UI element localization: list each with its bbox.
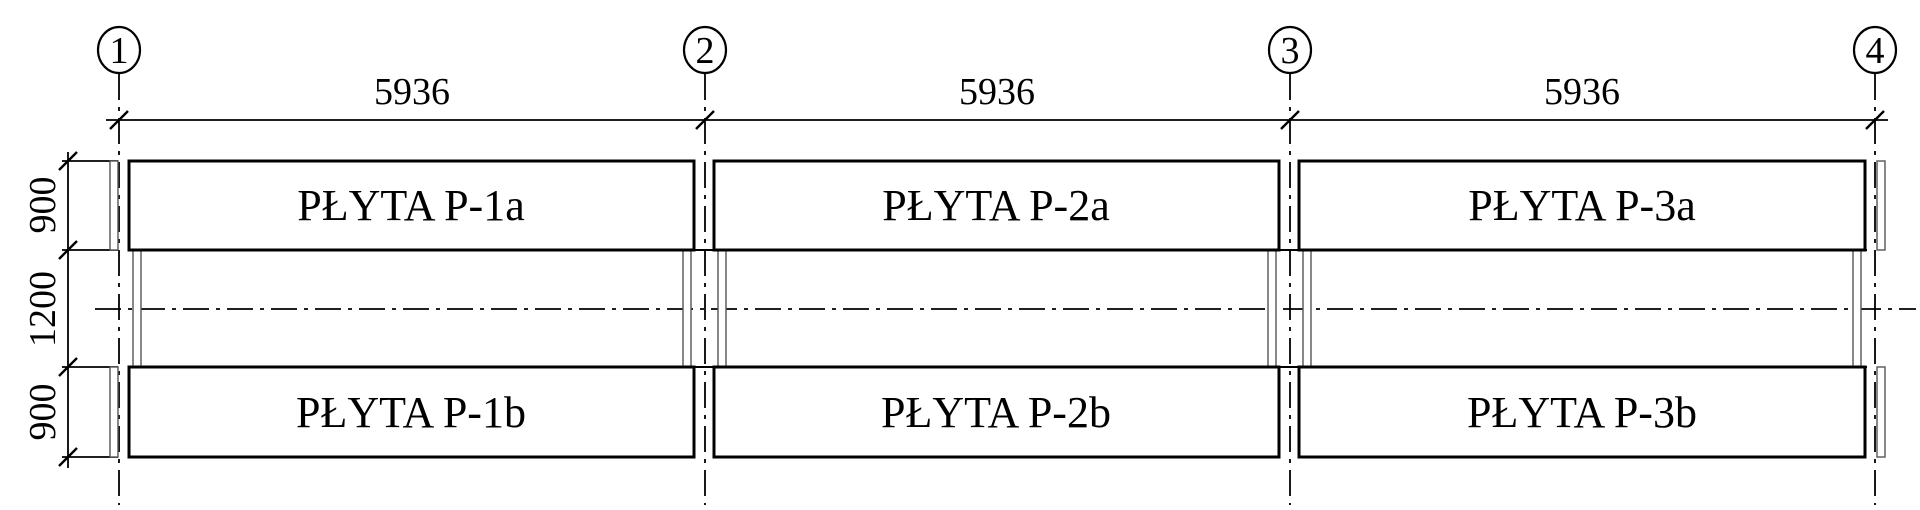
row-dimension-3: 900 [22, 384, 64, 441]
dimension-tick [58, 447, 78, 467]
grid-bubble-label: 4 [1866, 30, 1885, 72]
row-dimension-2: 1200 [22, 271, 64, 347]
slab-p-2b: PŁYTA P-2b [712, 365, 1281, 459]
slab-p-1a: PŁYTA P-1a [127, 159, 696, 252]
middle-support [717, 247, 727, 370]
dimension-tick [109, 110, 129, 130]
middle-support [1852, 247, 1862, 370]
middle-support [1267, 247, 1277, 370]
slab-label: PŁYTA P-1b [296, 388, 526, 437]
row-dimension-chain: 900 1200 900 [22, 151, 118, 468]
grid-bubble-label: 3 [1281, 30, 1300, 72]
grid-bubble-2: 2 [682, 25, 728, 75]
end-support-1-top [109, 160, 119, 251]
span-dimension-3: 5936 [1544, 71, 1620, 113]
slab-label: PŁYTA P-3b [1467, 388, 1697, 437]
span-dimension-2: 5936 [959, 71, 1035, 113]
row-dimension-1: 900 [22, 177, 64, 234]
grid-bubble-label: 1 [110, 30, 129, 72]
grid-bubble-4: 4 [1852, 25, 1898, 75]
dimension-tick [58, 240, 78, 260]
grid-bubble-3: 3 [1267, 25, 1313, 75]
middle-support [1302, 247, 1312, 370]
slab-label: PŁYTA P-2b [881, 388, 1111, 437]
end-support-4-top [1876, 160, 1886, 251]
end-support-4-bottom [1876, 366, 1886, 458]
slab-p-3b: PŁYTA P-3b [1297, 365, 1867, 459]
slab-p-3a: PŁYTA P-3a [1297, 159, 1867, 252]
slab-label: PŁYTA P-3a [1468, 181, 1695, 230]
slab-label: PŁYTA P-1a [297, 181, 524, 230]
dimension-tick [1280, 110, 1300, 130]
dimension-tick [695, 110, 715, 130]
dimension-tick [58, 357, 78, 377]
dimension-tick [58, 151, 78, 171]
slab-p-1b: PŁYTA P-1b [127, 365, 696, 459]
grid-bubble-1: 1 [96, 25, 142, 75]
dimension-tick [1865, 110, 1885, 130]
span-dimension-chain: 5936 5936 5936 [106, 71, 1888, 130]
grid-bubble-label: 2 [696, 30, 715, 72]
middle-support [132, 247, 142, 370]
slab-p-2a: PŁYTA P-2a [712, 159, 1281, 252]
end-support-1-bottom [109, 366, 119, 458]
middle-support [682, 247, 692, 370]
slab-label: PŁYTA P-2a [882, 181, 1109, 230]
span-dimension-1: 5936 [374, 71, 450, 113]
